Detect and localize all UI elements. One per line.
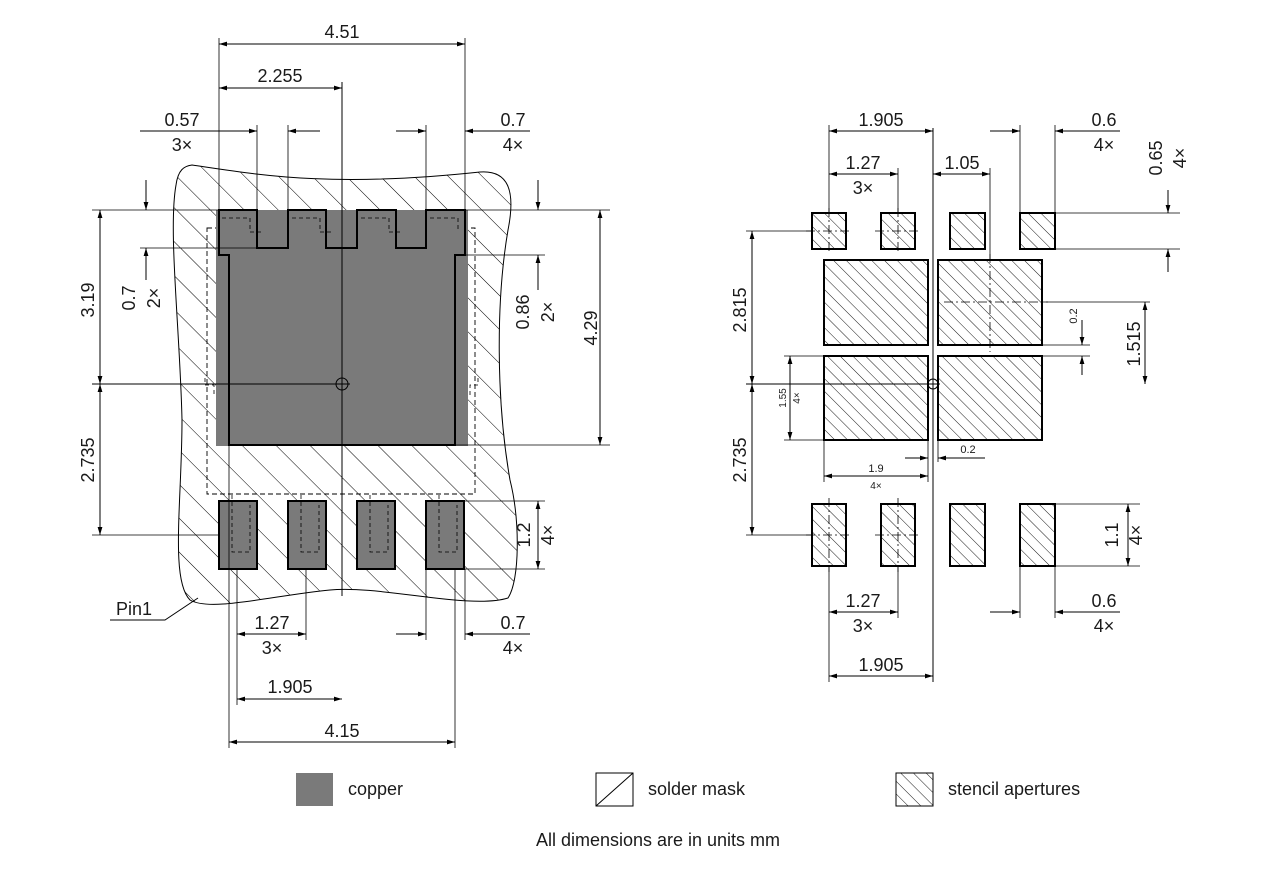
dim-1.27-bottom-count: 3× — [853, 616, 874, 636]
dim-4.51: 4.51 — [324, 22, 359, 42]
pad-1 — [218, 500, 258, 570]
package-outline — [206, 227, 476, 495]
pad-2 — [287, 500, 327, 570]
dim-1.27-top-count: 3× — [853, 178, 874, 198]
dim-1.27-left: 1.27 — [254, 613, 289, 633]
dim-1.55: 1.55 — [778, 388, 789, 408]
dim-1.05: 1.05 — [944, 153, 979, 173]
legend-copper-swatch — [296, 773, 333, 806]
dim-0.2-horizontal: 0.2 — [960, 444, 975, 456]
dim-0.86-count: 2× — [538, 302, 558, 323]
dim-1.2-count: 4× — [538, 525, 558, 546]
dim-4.15: 4.15 — [324, 721, 359, 741]
dim-0.2-vertical: 0.2 — [1068, 308, 1080, 323]
dim-4.29: 4.29 — [581, 310, 601, 345]
dim-0.7-bottom: 0.7 — [500, 613, 525, 633]
legend-solder-mask-label: solder mask — [648, 779, 746, 799]
dim-2.735-left: 2.735 — [78, 437, 98, 482]
dim-1.1-count: 4× — [1126, 525, 1146, 546]
dim-1.9: 1.9 — [868, 463, 883, 475]
dim-1.9-count: 4× — [870, 481, 882, 492]
dim-0.57: 0.57 — [164, 110, 199, 130]
bottom-pads — [218, 495, 465, 570]
dim-2.255: 2.255 — [257, 66, 302, 86]
dim-0.57-count: 3× — [172, 135, 193, 155]
dim-2.815: 2.815 — [730, 287, 750, 332]
dim-3.19: 3.19 — [78, 282, 98, 317]
dim-0.7-top-count: 4× — [503, 135, 524, 155]
dim-0.65: 0.65 — [1146, 140, 1166, 175]
dim-0.7-notch: 0.7 — [119, 285, 139, 310]
right-view: 1.905 1.27 3× 1.05 0.6 4× 0.65 4× 2.815 … — [730, 110, 1190, 682]
dim-1.905-left: 1.905 — [267, 677, 312, 697]
units-note: All dimensions are in units mm — [536, 830, 780, 850]
legend-stencil-label: stencil apertures — [948, 779, 1080, 799]
dim-1.55-count: 4× — [792, 392, 803, 404]
pin1-label: Pin1 — [116, 599, 152, 619]
pad-dash-marks — [204, 217, 479, 395]
dim-1.905-bottom: 1.905 — [858, 655, 903, 675]
dim-1.27-top: 1.27 — [845, 153, 880, 173]
dim-0.6-bottom-count: 4× — [1094, 616, 1115, 636]
dim-0.6-top-count: 4× — [1094, 135, 1115, 155]
dim-1.905-top: 1.905 — [858, 110, 903, 130]
dim-0.86: 0.86 — [513, 294, 533, 329]
dim-1.2: 1.2 — [514, 522, 534, 547]
dim-1.27-left-count: 3× — [262, 638, 283, 658]
dim-2.735-right: 2.735 — [730, 437, 750, 482]
dim-1.1: 1.1 — [1102, 522, 1122, 547]
dim-1.27-bottom: 1.27 — [845, 591, 880, 611]
dim-0.6-top: 0.6 — [1091, 110, 1116, 130]
dim-0.65-count: 4× — [1170, 148, 1190, 169]
pad-3 — [356, 500, 396, 570]
dim-0.7-bottom-count: 4× — [503, 638, 524, 658]
dim-0.7-top: 0.7 — [500, 110, 525, 130]
left-view: 4.51 2.255 0.57 3× 0.7 4× 3.19 0.7 2× 0.… — [78, 22, 610, 748]
dim-0.7-notch-count: 2× — [144, 288, 164, 309]
dim-0.6-bottom: 0.6 — [1091, 591, 1116, 611]
legend: copper solder mask stencil apertures — [296, 772, 1080, 807]
legend-copper-label: copper — [348, 779, 403, 799]
legend-stencil-swatch — [895, 772, 934, 807]
dim-1.515: 1.515 — [1124, 321, 1144, 366]
pad-4 — [425, 500, 465, 570]
